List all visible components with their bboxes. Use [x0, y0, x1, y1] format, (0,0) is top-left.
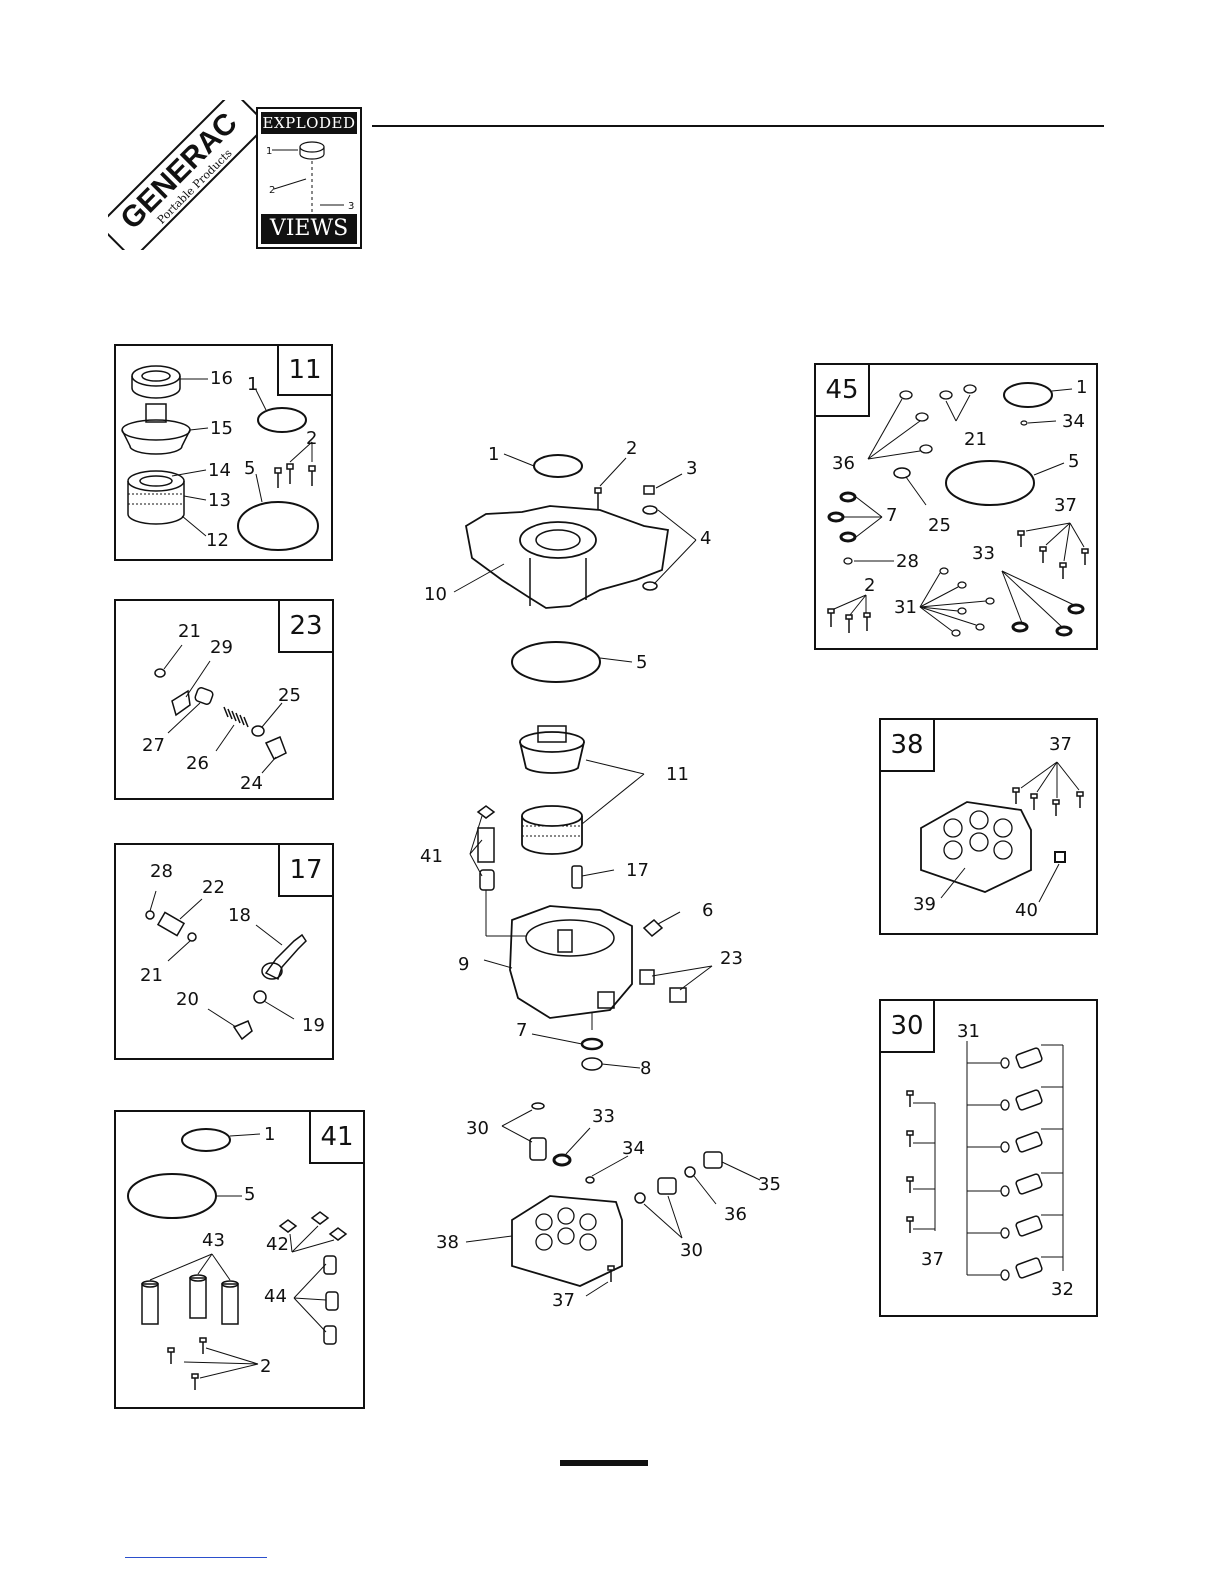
- callout-label: 30: [466, 1120, 489, 1138]
- callout-label: 5: [244, 460, 255, 478]
- callout-label: 28: [150, 863, 173, 881]
- callout-label: 35: [758, 1176, 781, 1194]
- callout-label: 14: [208, 462, 231, 480]
- panel-23: 23 21 29 25 27 26 24: [114, 599, 334, 800]
- callout-label: 1: [264, 1126, 275, 1144]
- callout-label: 29: [210, 639, 233, 657]
- callout-label: 30: [680, 1242, 703, 1260]
- callout-label: 17: [626, 862, 649, 880]
- callout-label: 2: [306, 430, 317, 448]
- brand-text: GENERAC: [114, 106, 243, 235]
- callout-label: 2: [864, 577, 875, 595]
- callout-label: 37: [1049, 736, 1072, 754]
- callout-label: 19: [302, 1017, 325, 1035]
- badge-callout-2: 2: [269, 185, 275, 196]
- callout-label: 3: [686, 460, 697, 478]
- panel-45: 45: [814, 363, 1098, 650]
- callout-label: 33: [592, 1108, 615, 1126]
- header-rule: [372, 125, 1104, 127]
- callout-label: 44: [264, 1288, 287, 1306]
- callout-label: 21: [140, 967, 163, 985]
- callout-label: 21: [178, 623, 201, 641]
- callout-label: 42: [266, 1236, 289, 1254]
- callout-label: 39: [913, 896, 936, 914]
- main-assembly-drawing: [400, 430, 800, 1320]
- callout-label: 37: [921, 1251, 944, 1269]
- callout-label: 25: [928, 517, 951, 535]
- callout-label: 43: [202, 1232, 225, 1250]
- footer-link-underline[interactable]: [125, 1557, 267, 1558]
- callout-label: 2: [626, 440, 637, 458]
- callout-label: 37: [1054, 497, 1077, 515]
- panel-30: 30: [879, 999, 1098, 1317]
- callout-label: 1: [1076, 379, 1087, 397]
- callout-label: 9: [458, 956, 469, 974]
- callout-label: 37: [552, 1292, 575, 1310]
- callout-label: 10: [424, 586, 447, 604]
- panel-23-drawing: [116, 601, 336, 802]
- callout-label: 32: [1051, 1281, 1074, 1299]
- callout-label: 20: [176, 991, 199, 1009]
- callout-label: 36: [724, 1206, 747, 1224]
- panel-30-drawing: [881, 1001, 1100, 1319]
- callout-label: 5: [636, 654, 647, 672]
- callout-label: 40: [1015, 902, 1038, 920]
- callout-label: 7: [516, 1022, 527, 1040]
- panel-41: 41: [114, 1110, 365, 1409]
- callout-label: 18: [228, 907, 251, 925]
- callout-label: 41: [420, 848, 443, 866]
- callout-label: 11: [666, 766, 689, 784]
- callout-label: 22: [202, 879, 225, 897]
- callout-label: 34: [622, 1140, 645, 1158]
- callout-label: 33: [972, 545, 995, 563]
- callout-label: 4: [700, 530, 711, 548]
- callout-label: 24: [240, 775, 263, 793]
- callout-label: 36: [832, 455, 855, 473]
- callout-label: 15: [210, 420, 233, 438]
- panel-38: 38 37 39 40: [879, 718, 1098, 935]
- callout-label: 31: [957, 1023, 980, 1041]
- badge-callout-3: 3: [348, 201, 354, 212]
- footer-bar: [560, 1460, 648, 1466]
- panel-41-drawing: [116, 1112, 367, 1411]
- callout-label: 1: [488, 446, 499, 464]
- callout-label: 21: [964, 431, 987, 449]
- main-exploded-assembly: 1 2 3 4 10 5 11 41 17 6 9 23 7 8 30 33 3…: [400, 430, 800, 1320]
- badge-callout-1: 1: [266, 146, 272, 157]
- callout-label: 5: [244, 1186, 255, 1204]
- badge-bottom-text: VIEWS: [261, 214, 357, 244]
- callout-label: 38: [436, 1234, 459, 1252]
- panel-11: 11 16 15 14 13 12: [114, 344, 333, 561]
- callout-label: 13: [208, 492, 231, 510]
- callout-label: 16: [210, 370, 233, 388]
- callout-label: 2: [260, 1358, 271, 1376]
- callout-label: 23: [720, 950, 743, 968]
- callout-label: 7: [886, 507, 897, 525]
- callout-label: 26: [186, 755, 209, 773]
- panel-17: 17 28 22 18 21 20 19: [114, 843, 334, 1060]
- callout-label: 25: [278, 687, 301, 705]
- generac-logo: GENERAC Portable Products: [108, 100, 258, 250]
- exploded-views-badge: EXPLODED 1 2 3 VIEWS: [256, 107, 362, 249]
- badge-top-text: EXPLODED: [261, 112, 357, 134]
- callout-label: 28: [896, 553, 919, 571]
- callout-label: 34: [1062, 413, 1085, 431]
- callout-label: 8: [640, 1060, 651, 1078]
- callout-label: 31: [894, 599, 917, 617]
- callout-label: 1: [247, 376, 258, 394]
- callout-label: 6: [702, 902, 713, 920]
- callout-label: 12: [206, 532, 229, 550]
- callout-label: 5: [1068, 453, 1079, 471]
- callout-label: 27: [142, 737, 165, 755]
